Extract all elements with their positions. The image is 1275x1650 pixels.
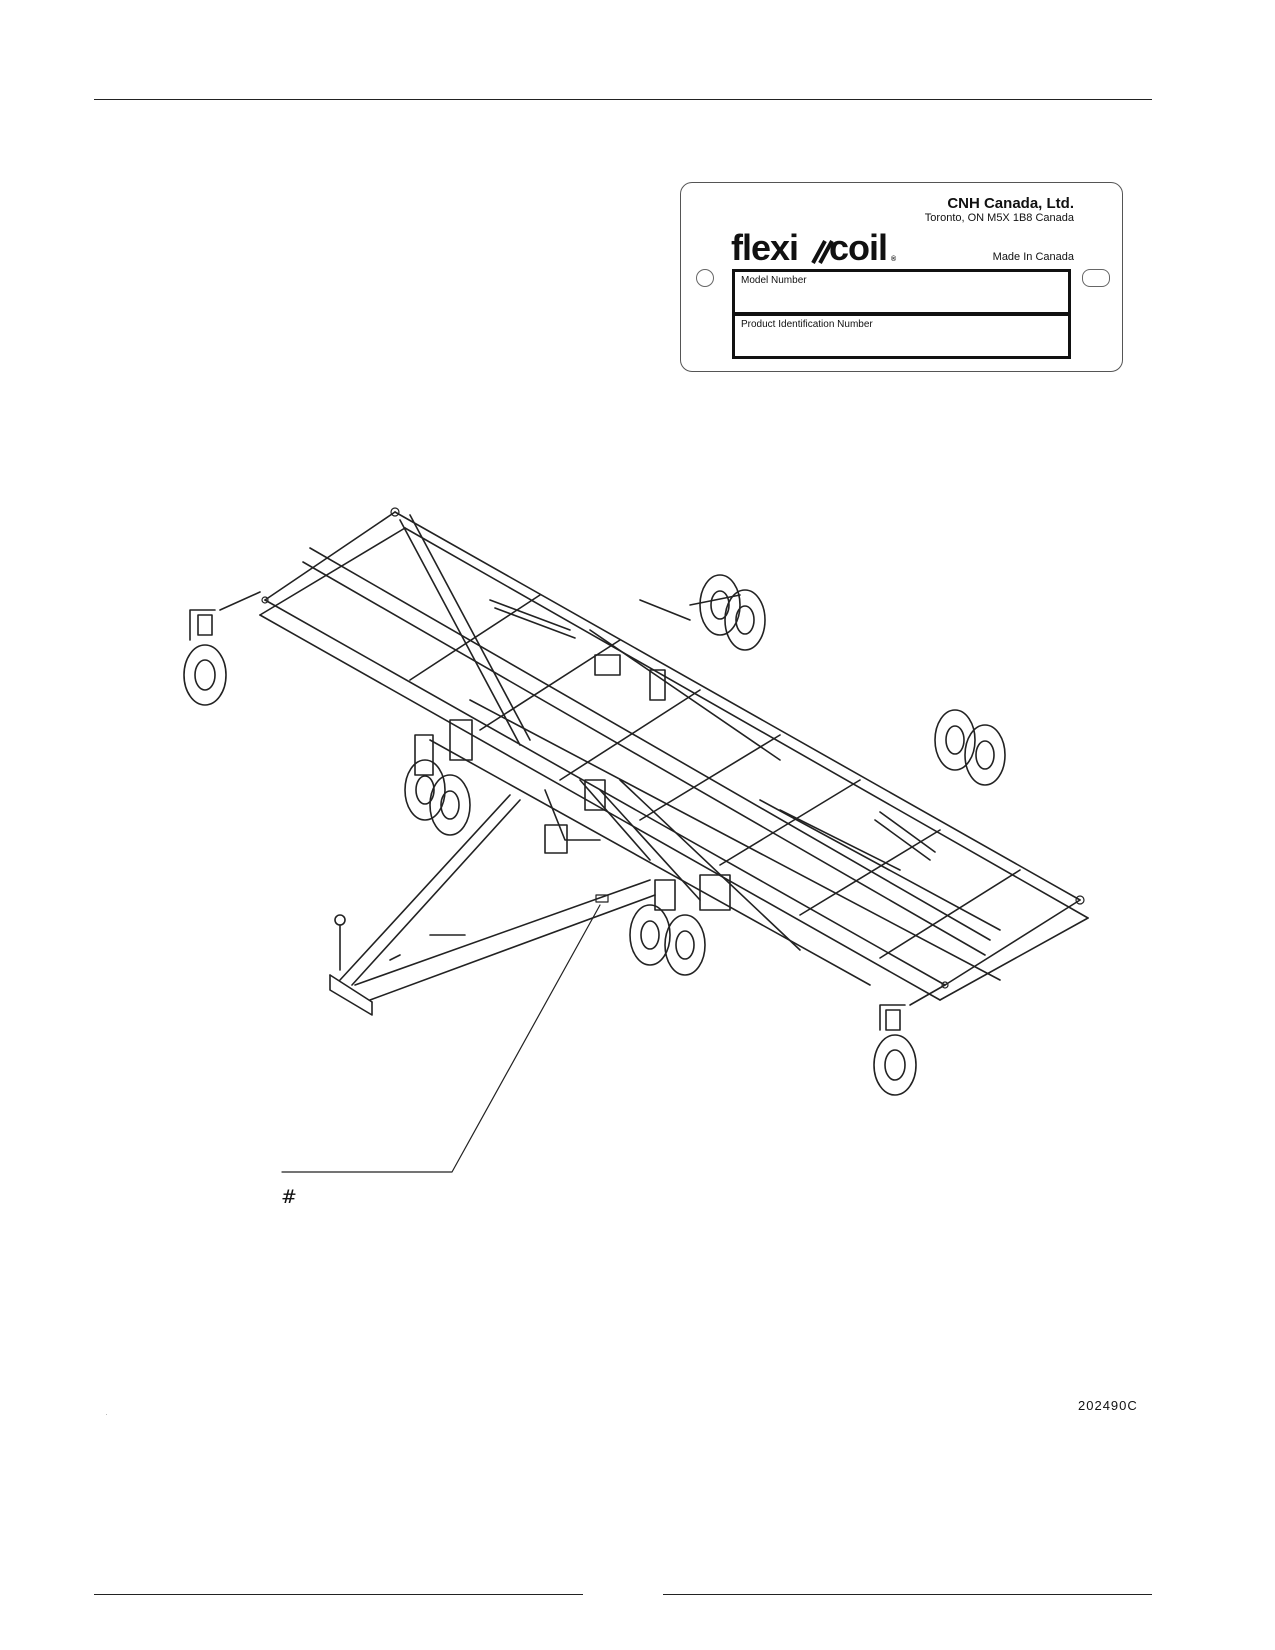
serial-number-plate: CNH Canada, Ltd. Toronto, ON M5X 1B8 Can… xyxy=(680,182,1123,372)
wheel-right-rear-pair xyxy=(699,574,766,651)
pin-box: Product Identification Number xyxy=(732,313,1071,359)
wheel-left-wing xyxy=(183,591,261,706)
frame-diagonal-braces xyxy=(399,514,1001,951)
center-section-details xyxy=(449,594,936,911)
registered-mark: ® xyxy=(891,255,897,263)
wheel-center-front-pair xyxy=(629,904,706,976)
mounting-slot-right xyxy=(1082,269,1110,287)
frame-cross-members xyxy=(259,511,1089,1001)
plate-address: Toronto, ON M5X 1B8 Canada xyxy=(924,212,1074,224)
pin-label: Product Identification Number xyxy=(741,319,873,330)
plate-company: CNH Canada, Ltd. xyxy=(947,195,1074,212)
pin-callout-leader xyxy=(281,904,601,1173)
model-number-label: Model Number xyxy=(741,275,807,286)
flexicoil-logo: flexi coil ® xyxy=(731,227,901,276)
flexicoil-logo-graphic: flexi coil ® xyxy=(731,227,898,268)
wheel-right-wing xyxy=(873,984,946,1096)
frame-pins xyxy=(261,507,1085,989)
bottom-rule-left xyxy=(94,1594,583,1595)
frame-long-members xyxy=(259,511,1089,1001)
bottom-rule-right xyxy=(663,1594,1152,1595)
top-rule xyxy=(94,99,1152,100)
hitch-tongue xyxy=(329,794,656,1016)
wheel-right-middle-pair xyxy=(934,709,1006,786)
plate-made-in: Made In Canada xyxy=(992,251,1074,263)
mounting-hole-left xyxy=(696,269,714,287)
page-speck xyxy=(106,1414,107,1415)
pin-location-marker xyxy=(595,894,609,903)
svg-text:flexi: flexi xyxy=(731,227,798,267)
drawing-number: 202490C xyxy=(1078,1398,1138,1413)
pin-callout-mark: # xyxy=(281,1186,297,1208)
svg-text:coil: coil xyxy=(829,227,887,267)
wheel-left-middle-pair xyxy=(404,734,471,836)
